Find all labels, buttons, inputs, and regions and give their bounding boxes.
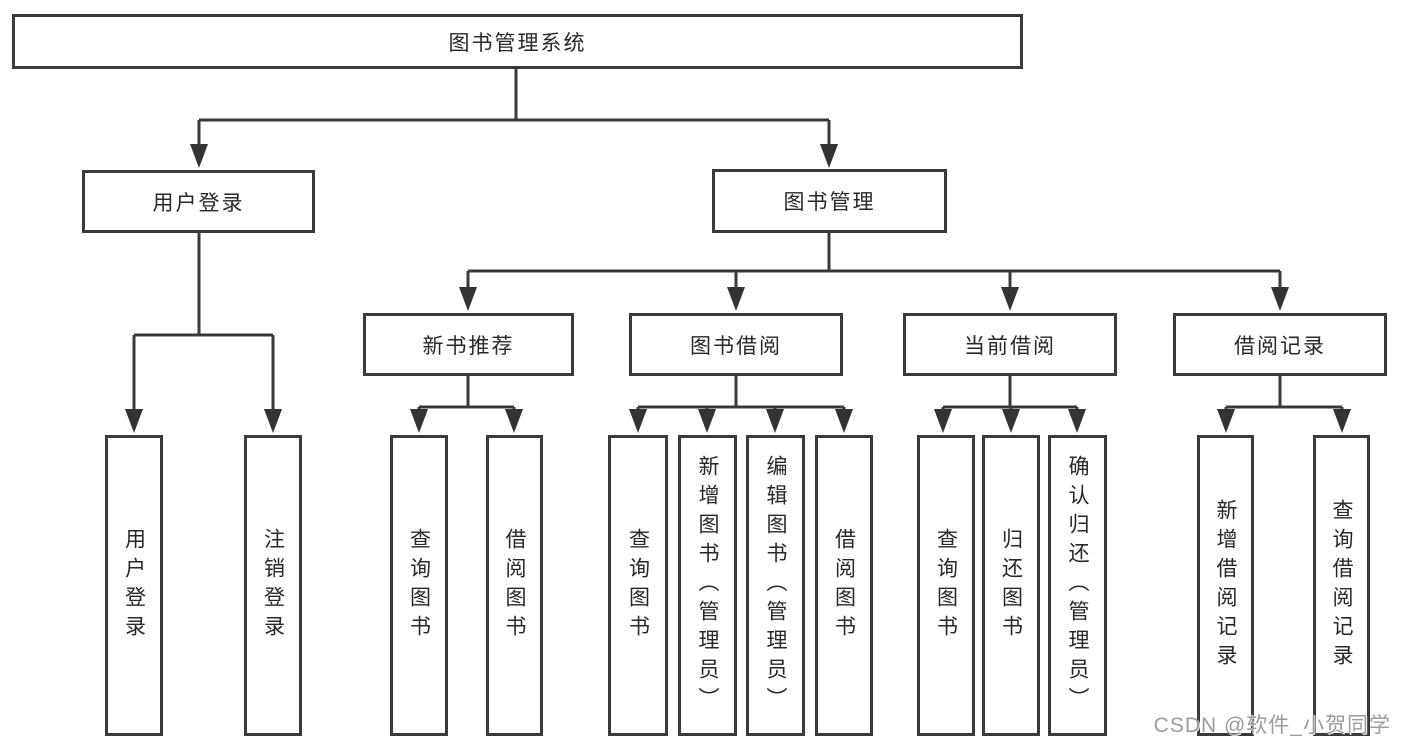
- leaf-borrow-books-borrowing: 借阅图书: [815, 435, 873, 736]
- leaf-return-books: 归还图书: [982, 435, 1040, 736]
- leaf-query-books-current: 查询图书: [917, 435, 975, 736]
- leaf-confirm-return-admin: 确认归还（管理员）: [1048, 435, 1107, 736]
- node-current-borrowing: 当前借阅: [903, 313, 1117, 376]
- node-book-borrowing: 图书借阅: [629, 313, 843, 376]
- leaf-borrow-books-newbooks: 借阅图书: [486, 435, 543, 736]
- node-borrowing-records: 借阅记录: [1173, 313, 1387, 376]
- leaf-logout: 注销登录: [244, 435, 302, 736]
- node-new-book-recommendation: 新书推荐: [363, 313, 574, 376]
- node-library-system: 图书管理系统: [12, 14, 1023, 69]
- leaf-query-borrow-record: 查询借阅记录: [1313, 435, 1370, 736]
- leaf-user-login: 用户登录: [105, 435, 163, 736]
- leaf-query-books-borrowing: 查询图书: [608, 435, 668, 736]
- leaf-query-books-newbooks: 查询图书: [390, 435, 448, 736]
- node-user-login: 用户登录: [82, 170, 315, 233]
- leaf-add-books-admin: 新增图书（管理员）: [678, 435, 737, 736]
- leaf-add-borrow-record: 新增借阅记录: [1197, 435, 1254, 736]
- csdn-watermark: CSDN @软件_小贺同学: [1153, 714, 1391, 737]
- node-book-management: 图书管理: [712, 169, 947, 233]
- leaf-edit-books-admin: 编辑图书（管理员）: [746, 435, 805, 736]
